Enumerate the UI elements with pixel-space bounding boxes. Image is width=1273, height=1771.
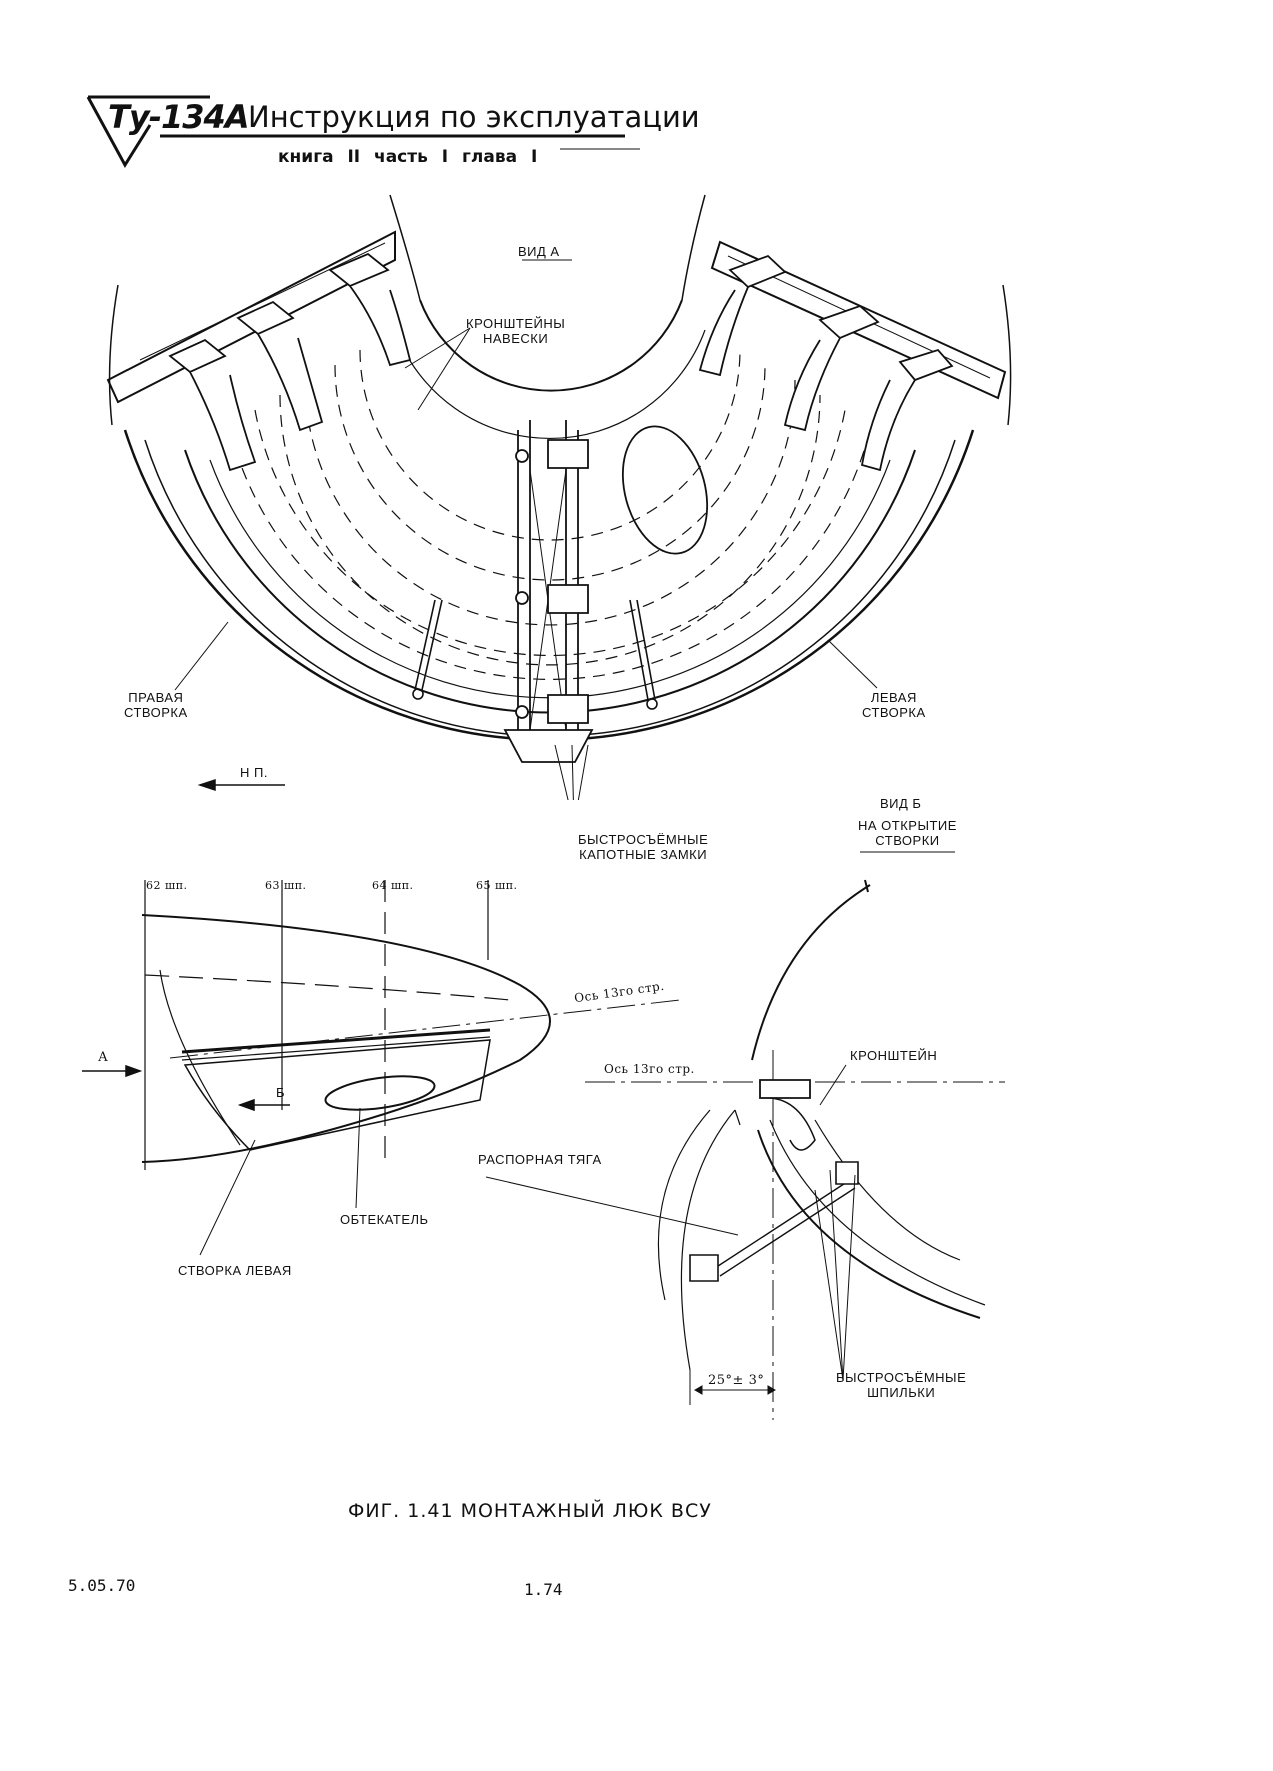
fairing-outline xyxy=(142,915,550,1162)
footer-date: 5.05.70 xyxy=(68,1576,136,1595)
label-pins: БЫСТРОСЪЁМНЫЕ ШПИЛЬКИ xyxy=(836,1370,967,1400)
label-fairing: ОБТЕКАТЕЛЬ xyxy=(340,1212,429,1227)
left-hinge-beam xyxy=(108,232,395,402)
header-graphics xyxy=(0,0,1273,200)
fuselage-left-edge xyxy=(110,285,118,425)
closed-door-arc-2 xyxy=(770,1120,985,1305)
logo-mark xyxy=(88,97,210,165)
arrow-b xyxy=(240,1100,290,1110)
inner-opening-arc-2 xyxy=(395,330,705,438)
label-cowl-locks: БЫСТРОСЪЁМНЫЕ КАПОТНЫЕ ЗАМКИ xyxy=(578,832,709,862)
frame-label-65: 65 шп. xyxy=(476,879,518,892)
dashed-ribs xyxy=(230,350,870,679)
label-hinge-brackets: КРОНШТЕЙНЫ НАВЕСКИ xyxy=(466,316,566,346)
label-strut: РАСПОРНАЯ ТЯГА xyxy=(478,1152,602,1167)
fuselage-top-right xyxy=(682,195,705,300)
fairing-oval xyxy=(323,1070,436,1115)
leader-lines-b xyxy=(486,1065,855,1380)
cowl-lock-fittings xyxy=(505,440,592,762)
label-arrow-a: А xyxy=(98,1050,109,1065)
label-bracket: КРОНШТЕЙН xyxy=(850,1048,938,1063)
label-flight-direction: Н П. xyxy=(240,765,268,780)
right-hinge-beam xyxy=(712,242,1005,398)
open-door-arc xyxy=(752,885,870,1060)
door-open-outline xyxy=(681,1110,735,1370)
door-panel xyxy=(185,1040,490,1150)
document-subtitle: книга II часть I глава I xyxy=(278,147,538,167)
view-a-drawing xyxy=(0,0,1273,800)
view-b-title: ВИД Б xyxy=(880,796,922,811)
hinge-brackets-right xyxy=(700,256,952,470)
axis-line xyxy=(170,1000,680,1058)
fuselage-top-left xyxy=(390,195,420,300)
angle-dimension xyxy=(690,1370,775,1405)
leader-lines xyxy=(175,328,877,800)
arrow-a xyxy=(82,1066,140,1076)
bracket-b xyxy=(760,1080,810,1098)
fuselage-right-edge xyxy=(1003,285,1011,425)
label-door-left: СТВОРКА ЛЕВАЯ xyxy=(178,1263,292,1278)
fairing-top-line xyxy=(145,975,510,1000)
frame-label-63: 63 шп. xyxy=(265,879,307,892)
view-b-subtitle: НА ОТКРЫТИЕ СТВОРКИ xyxy=(858,818,957,848)
flight-direction-arrow xyxy=(200,780,285,790)
footer-page-number: 1.74 xyxy=(524,1580,563,1599)
frame-label-64: 64 шп. xyxy=(372,879,414,892)
label-right-door: ПРАВАЯ СТВОРКА xyxy=(124,690,188,720)
label-angle: 25°± 3° xyxy=(708,1373,765,1388)
logo-text: Ту-134А xyxy=(108,98,250,136)
strut-rods xyxy=(413,600,657,709)
hinge-brackets-left xyxy=(170,254,410,470)
service-hatch-oval xyxy=(610,417,721,563)
view-a-title: ВИД А xyxy=(518,244,560,259)
label-arrow-b: Б xyxy=(276,1085,286,1100)
frame-label-62: 62 шп. xyxy=(146,879,188,892)
label-axis-b: Ось 13го стр. xyxy=(604,1062,695,1076)
document-title: Инструкция по эксплуатации xyxy=(248,100,700,134)
figure-caption: ФИГ. 1.41 МОНТАЖНЫЙ ЛЮК ВСУ xyxy=(348,1500,712,1522)
label-left-door: ЛЕВАЯ СТВОРКА xyxy=(862,690,926,720)
